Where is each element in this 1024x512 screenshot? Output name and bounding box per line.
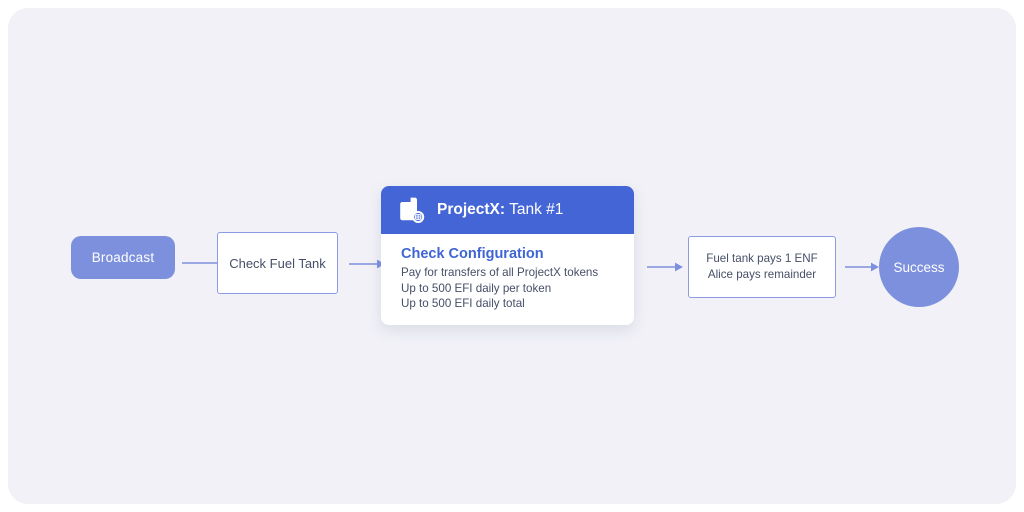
card-projectx-tank[interactable]: ProjectX: Tank #1 Check Configuration Pa… bbox=[381, 186, 634, 325]
card-body: Check Configuration Pay for transfers of… bbox=[381, 234, 634, 312]
node-broadcast[interactable]: Broadcast bbox=[71, 236, 175, 279]
card-title: ProjectX: Tank #1 bbox=[437, 201, 563, 219]
connector-fuel-pays-to-success bbox=[845, 262, 879, 272]
node-check-fuel-tank-label: Check Fuel Tank bbox=[229, 255, 326, 271]
node-fuel-tank-pays[interactable]: Fuel tank pays 1 ENF Alice pays remainde… bbox=[688, 236, 836, 298]
node-broadcast-label: Broadcast bbox=[91, 250, 155, 265]
card-line: Up to 500 EFI daily per token bbox=[401, 281, 552, 295]
node-fuel-tank-pays-line: Alice pays remainder bbox=[707, 268, 817, 281]
node-success[interactable]: Success bbox=[879, 227, 959, 307]
card-title-light: Tank #1 bbox=[509, 201, 564, 218]
connector-broadcast-to-check bbox=[182, 262, 218, 264]
card-line: Pay for transfers of all ProjectX tokens bbox=[401, 266, 599, 279]
node-fuel-tank-pays-line: Fuel tank pays 1 ENF bbox=[706, 252, 818, 265]
connector-card-to-fuel-pays bbox=[647, 262, 683, 272]
node-check-fuel-tank[interactable]: Check Fuel Tank bbox=[217, 232, 338, 294]
card-header: ProjectX: Tank #1 bbox=[381, 186, 634, 234]
card-section-title: Check Configuration bbox=[401, 246, 544, 262]
node-success-label: Success bbox=[893, 259, 945, 275]
diagram-canvas: Broadcast Check Fuel Tank ProjectX: Tank… bbox=[8, 8, 1016, 504]
card-title-strong: ProjectX: bbox=[437, 201, 506, 218]
fuel-can-icon bbox=[400, 197, 425, 223]
card-line: Up to 500 EFI daily total bbox=[401, 297, 525, 310]
